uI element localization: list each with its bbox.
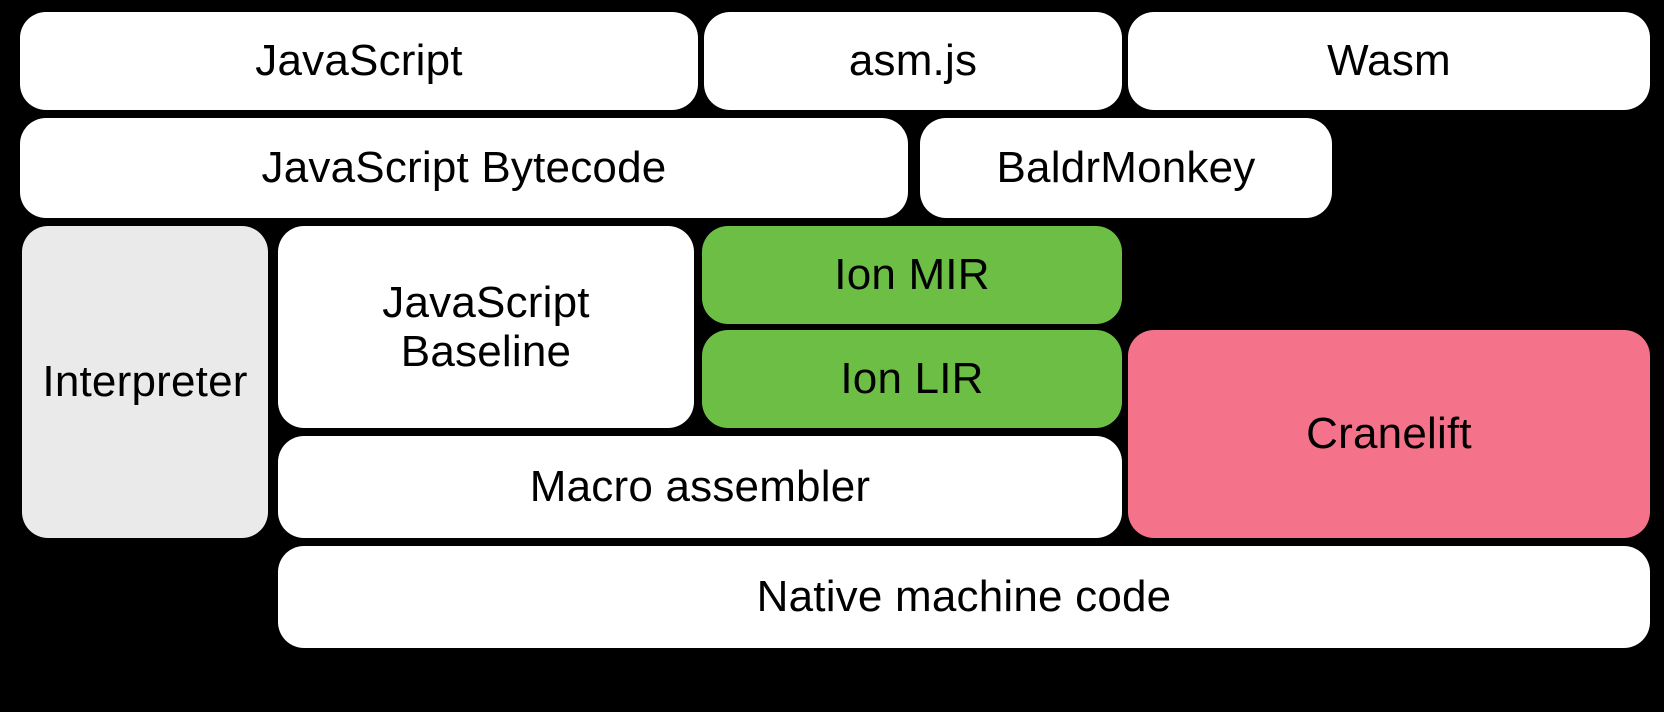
node-macro-assembler: Macro assembler xyxy=(278,436,1122,538)
node-interpreter: Interpreter xyxy=(22,226,268,538)
node-javascript: JavaScript xyxy=(20,12,698,110)
node-ion-mir: Ion MIR xyxy=(702,226,1122,324)
node-javascript-bytecode: JavaScript Bytecode xyxy=(20,118,908,218)
node-native-machine-code: Native machine code xyxy=(278,546,1650,648)
node-baldrmonkey: BaldrMonkey xyxy=(920,118,1332,218)
node-javascript-baseline: JavaScript Baseline xyxy=(278,226,694,428)
node-wasm: Wasm xyxy=(1128,12,1650,110)
node-asmjs: asm.js xyxy=(704,12,1122,110)
node-cranelift: Cranelift xyxy=(1128,330,1650,538)
node-ion-lir: Ion LIR xyxy=(702,330,1122,428)
